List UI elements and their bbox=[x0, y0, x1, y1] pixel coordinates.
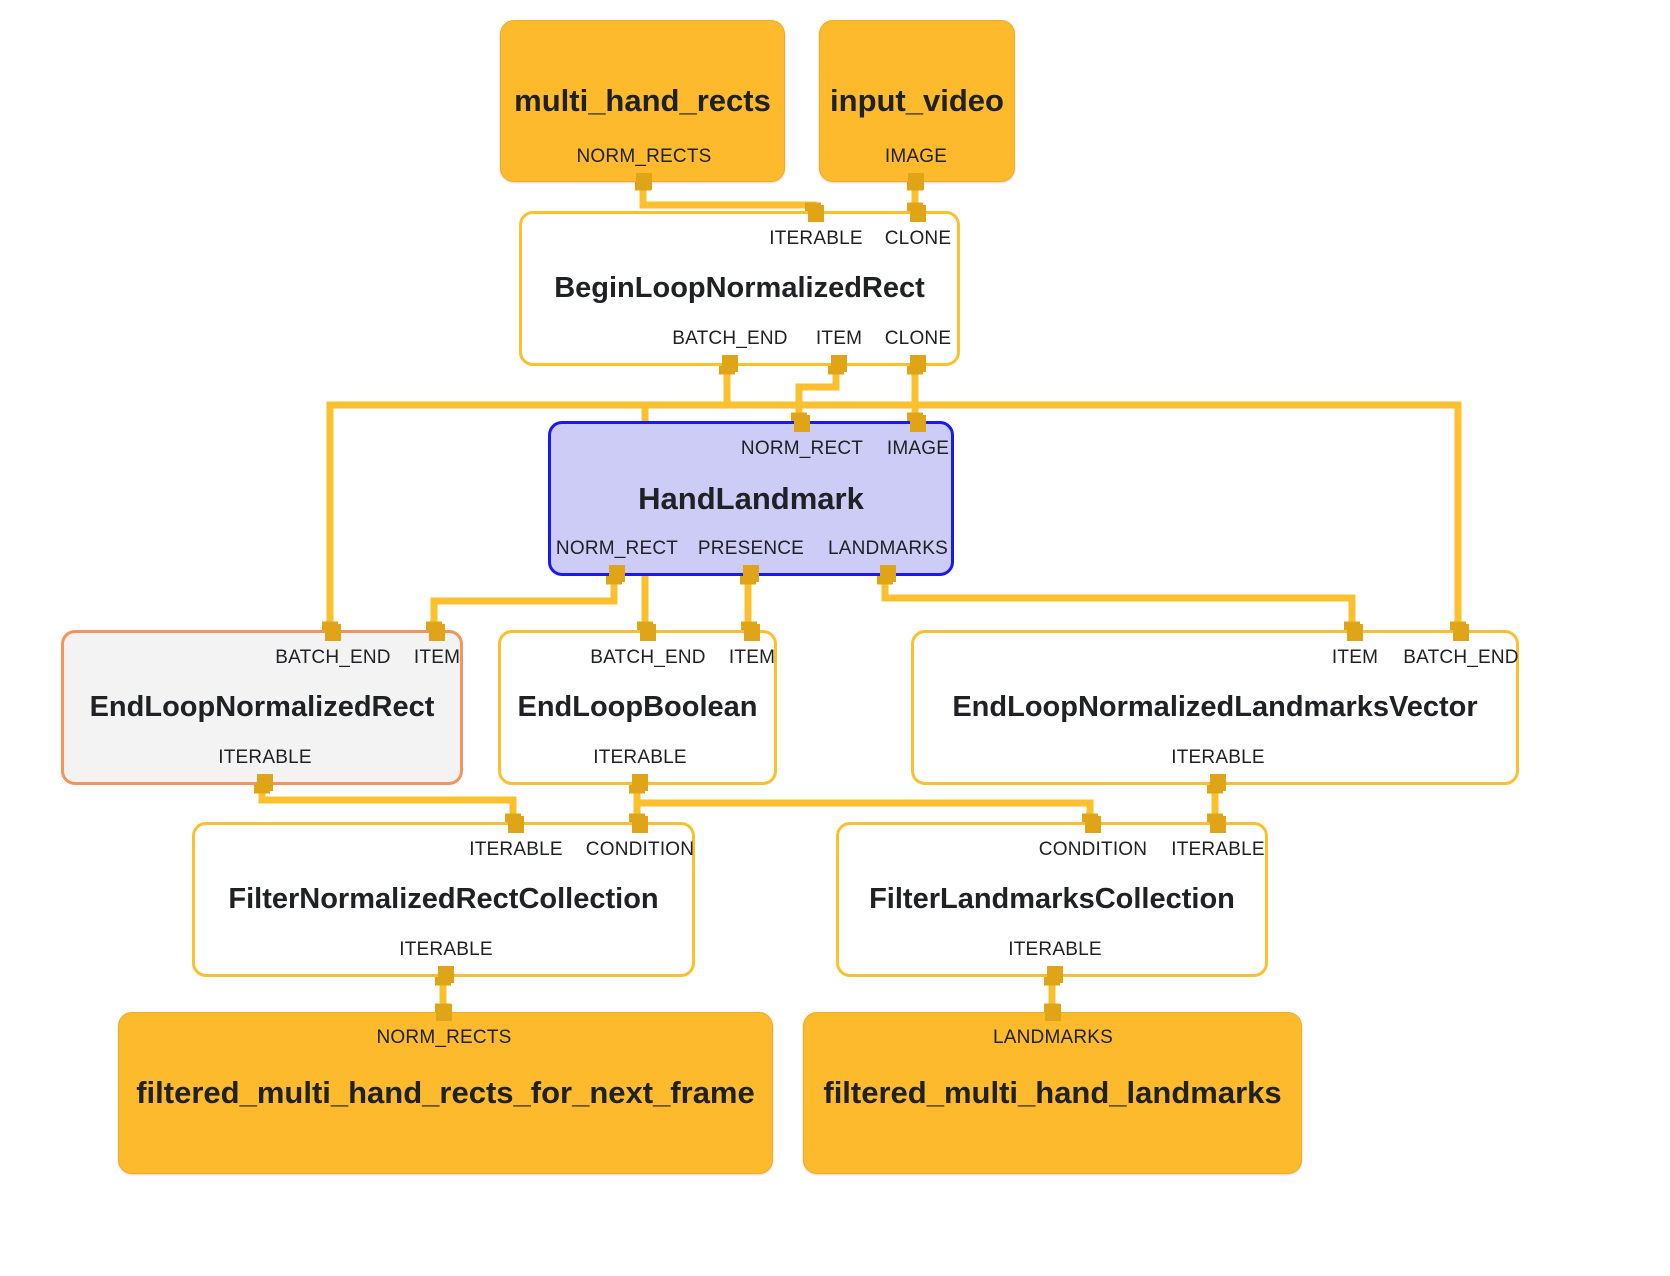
output-port-plug-iterable[interactable] bbox=[257, 774, 273, 791]
input-port-plug-item[interactable] bbox=[1347, 624, 1363, 641]
input-port-plug-iterable[interactable] bbox=[1210, 816, 1226, 833]
input-port-label-item: ITEM bbox=[1331, 647, 1379, 668]
node-title: filtered_multi_hand_landmarks bbox=[823, 1075, 1282, 1111]
input-port-plug-landmarks[interactable] bbox=[1045, 1004, 1061, 1021]
input-port-plug-batch-end[interactable] bbox=[325, 624, 341, 641]
node-filter-landmarks-collection[interactable]: FilterLandmarksCollection CONDITION ITERAB… bbox=[836, 816, 1268, 983]
output-port-label-image: IMAGE bbox=[884, 146, 948, 167]
node-begin-loop-normalized-rect[interactable]: BeginLoopNormalizedRect ITERABLE CLONE BATC… bbox=[519, 205, 960, 372]
node-title: multi_hand_rects bbox=[514, 83, 771, 119]
input-port-plug-iterable[interactable] bbox=[808, 205, 824, 222]
input-port-plug-norm-rects[interactable] bbox=[436, 1004, 452, 1021]
input-port-plug-condition[interactable] bbox=[1085, 816, 1101, 833]
input-port-label-iterable: ITERABLE bbox=[469, 839, 563, 860]
input-port-label-norm-rect: NORM_RECT bbox=[740, 438, 864, 459]
output-port-plug-norm-rects[interactable] bbox=[636, 173, 652, 190]
node-end-loop-normalized-rect[interactable]: EndLoopNormalizedRect BATCH_END ITEM ITERAB… bbox=[61, 624, 463, 791]
output-port-label-presence: PRESENCE bbox=[697, 538, 805, 559]
output-port-plug-item[interactable] bbox=[831, 355, 847, 372]
node-end-loop-boolean[interactable]: EndLoopBoolean BATCH_END ITEM ITERABLE bbox=[498, 624, 777, 791]
output-port-label-iterable: ITERABLE bbox=[593, 747, 687, 768]
node-title: EndLoopNormalizedLandmarksVector bbox=[952, 690, 1478, 723]
input-port-label-landmarks: LANDMARKS bbox=[992, 1027, 1114, 1048]
output-port-label-iterable: ITERABLE bbox=[1171, 747, 1265, 768]
node-title: input_video bbox=[830, 83, 1004, 119]
node-title: EndLoopBoolean bbox=[517, 690, 758, 723]
input-port-label-iterable: ITERABLE bbox=[1171, 839, 1265, 860]
output-port-plug-landmarks[interactable] bbox=[880, 565, 896, 582]
input-port-label-batch-end: BATCH_END bbox=[275, 647, 391, 668]
output-port-plug-clone[interactable] bbox=[910, 355, 926, 372]
input-port-label-image: IMAGE bbox=[886, 438, 950, 459]
output-port-plug-image[interactable] bbox=[908, 173, 924, 190]
output-port-label-landmarks: LANDMARKS bbox=[827, 538, 949, 559]
input-port-plug-batch-end[interactable] bbox=[1453, 624, 1469, 641]
input-port-plug-image[interactable] bbox=[910, 415, 926, 432]
input-port-label-condition: CONDITION bbox=[1038, 839, 1148, 860]
node-title: FilterNormalizedRectCollection bbox=[228, 882, 659, 915]
input-port-label-item: ITEM bbox=[728, 647, 776, 668]
input-port-plug-item[interactable] bbox=[429, 624, 445, 641]
input-port-plug-item[interactable] bbox=[744, 624, 760, 641]
node-filtered-multi-hand-landmarks[interactable]: filtered_multi_hand_landmarks LANDMARKS bbox=[803, 1004, 1302, 1174]
node-title: EndLoopNormalizedRect bbox=[89, 690, 435, 723]
output-port-label-clone: CLONE bbox=[884, 328, 952, 349]
output-port-plug-presence[interactable] bbox=[743, 565, 759, 582]
input-port-label-item: ITEM bbox=[413, 647, 461, 668]
node-title: filtered_multi_hand_rects_for_next_frame bbox=[136, 1075, 755, 1111]
node-title: HandLandmark bbox=[638, 480, 864, 516]
node-title: FilterLandmarksCollection bbox=[869, 882, 1235, 915]
output-port-label-batch-end: BATCH_END bbox=[672, 328, 788, 349]
output-port-label-iterable: ITERABLE bbox=[1008, 939, 1102, 960]
output-port-label-norm-rect: NORM_RECT bbox=[555, 538, 679, 559]
input-port-plug-iterable[interactable] bbox=[508, 816, 524, 833]
output-port-label-iterable: ITERABLE bbox=[399, 939, 493, 960]
input-port-plug-batch-end[interactable] bbox=[640, 624, 656, 641]
node-end-loop-normalized-landmarks-vector[interactable]: EndLoopNormalizedLandmarksVector ITEM BATC… bbox=[911, 624, 1519, 791]
input-port-label-batch-end: BATCH_END bbox=[590, 647, 706, 668]
output-port-label-norm-rects: NORM_RECTS bbox=[576, 146, 712, 167]
output-port-label-item: ITEM bbox=[815, 328, 863, 349]
output-port-plug-iterable[interactable] bbox=[632, 774, 648, 791]
input-port-plug-clone[interactable] bbox=[910, 205, 926, 222]
output-port-label-iterable: ITERABLE bbox=[218, 747, 312, 768]
input-port-plug-norm-rect[interactable] bbox=[794, 415, 810, 432]
output-port-plug-iterable[interactable] bbox=[438, 966, 454, 983]
input-port-plug-condition[interactable] bbox=[632, 816, 648, 833]
input-port-label-norm-rects: NORM_RECTS bbox=[376, 1027, 512, 1048]
output-port-plug-norm-rect[interactable] bbox=[609, 565, 625, 582]
input-port-label-condition: CONDITION bbox=[585, 839, 695, 860]
output-port-plug-batch-end[interactable] bbox=[722, 355, 738, 372]
node-title: BeginLoopNormalizedRect bbox=[554, 271, 925, 304]
output-port-plug-iterable[interactable] bbox=[1210, 774, 1226, 791]
output-port-plug-iterable[interactable] bbox=[1047, 966, 1063, 983]
node-filtered-multi-hand-rects-for-next-frame[interactable]: filtered_multi_hand_rects_for_next_frame… bbox=[118, 1004, 773, 1174]
input-port-label-iterable: ITERABLE bbox=[769, 228, 863, 249]
input-port-label-batch-end: BATCH_END bbox=[1403, 647, 1519, 668]
input-port-label-clone: CLONE bbox=[884, 228, 952, 249]
